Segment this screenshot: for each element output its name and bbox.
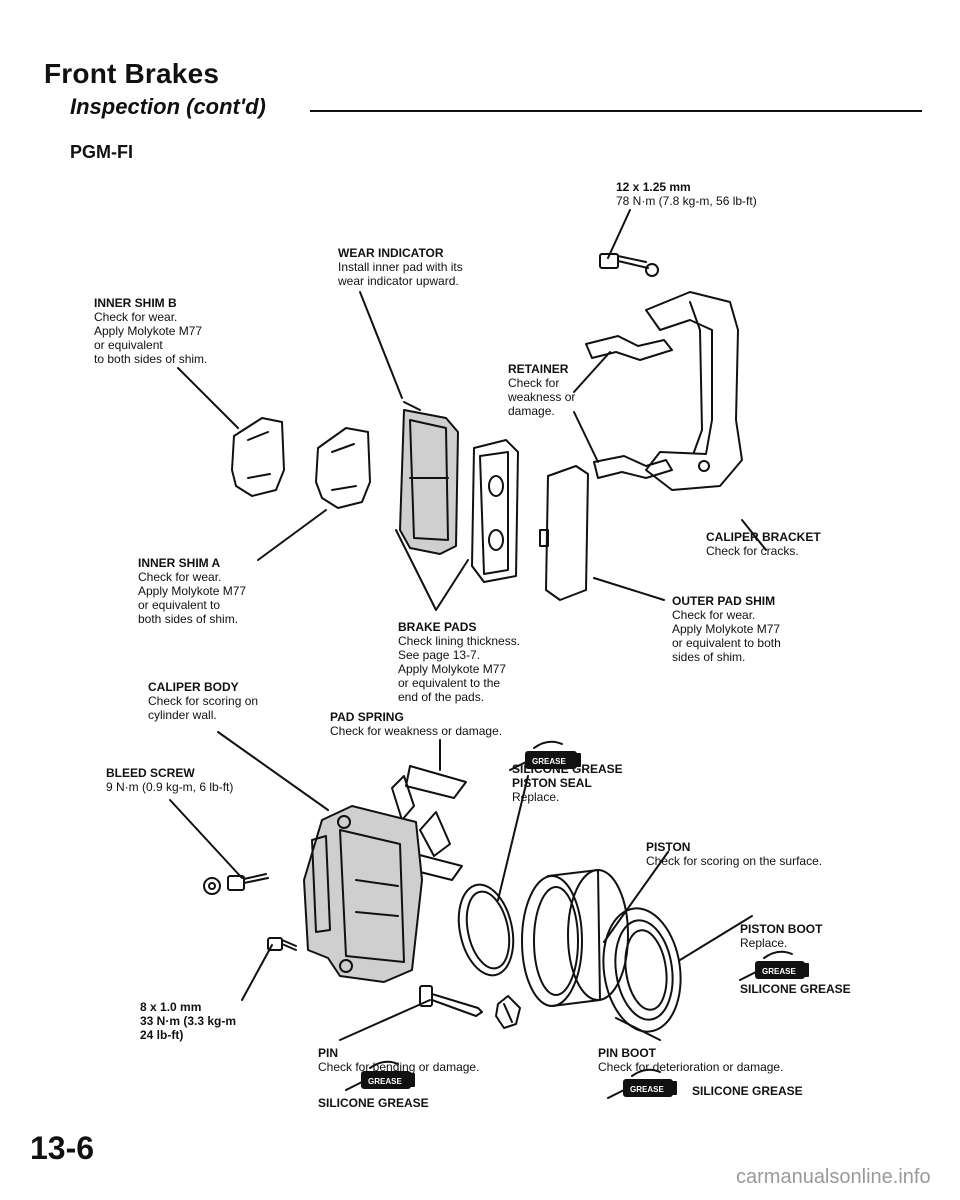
piston-boot-icon [602,907,682,1033]
caliper-bracket-icon [645,291,743,491]
svg-text:GREASE: GREASE [532,757,566,766]
header-rule [310,110,922,112]
watermark: carmanualsonline.info [736,1166,931,1188]
leader-lines [169,209,767,1041]
grease-tube-icon: GREASE [345,1060,415,1091]
retainer-icon [585,335,673,479]
grease-tube-icon: GREASE [509,740,581,771]
pin-bolt-icon [267,937,297,951]
bleed-screw-icon [203,873,269,895]
grease-tube-icon: GREASE [607,1068,677,1099]
piston-seal-icon [457,883,515,977]
inner-brake-pad-icon [399,401,459,555]
svg-text:GREASE: GREASE [368,1077,402,1086]
pin-boot-grease-label: SILICONE GREASE [692,1084,803,1098]
page-title: Front Brakes [44,58,220,89]
pin-grease-label: SILICONE GREASE [318,1096,429,1110]
section-subtitle: Inspection (cont'd) [70,94,266,119]
outer-brake-pad-icon [471,439,519,583]
piston-icon [521,869,629,1007]
svg-text:GREASE: GREASE [630,1085,664,1094]
pin-boot-icon [495,995,521,1029]
bracket-bolt-icon [599,253,659,277]
caliper-body-icon [303,805,423,983]
grease-tube-icon: GREASE [739,950,809,981]
pin-icon [419,985,483,1017]
inner-shim-a-icon [315,427,371,509]
inner-shim-b-icon [231,417,285,497]
section-label: PGM-FI [70,142,133,162]
outer-pad-shim-icon [539,465,589,601]
page-number: 13-6 [30,1130,95,1166]
svg-text:GREASE: GREASE [762,967,796,976]
piston-boot-grease-label: SILICONE GREASE [740,982,851,996]
